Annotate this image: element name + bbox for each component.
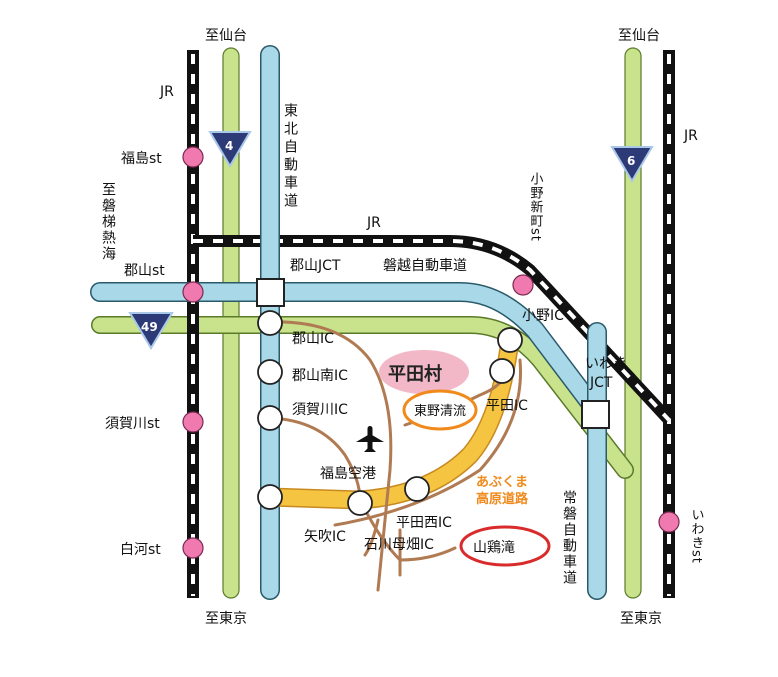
- hirata-ic-label: 平田IC: [486, 398, 528, 414]
- station-markers: [182, 146, 680, 559]
- local-road-1: [268, 320, 393, 592]
- jr-right-label: JR: [683, 128, 698, 144]
- iwaki-jct-label-line1: いわき: [585, 356, 627, 372]
- iwaki-station-marker: [658, 511, 680, 533]
- ishikawa-bohata-ic-marker: [347, 490, 373, 516]
- to-tokyo-right-label: 至東京: [620, 611, 662, 627]
- iwaki-station-label: いわきst: [689, 508, 705, 564]
- to-sendai-left-label: 至仙台: [205, 28, 247, 44]
- koriyama-station-marker: [182, 281, 204, 303]
- yabuki-ic-marker: [257, 484, 283, 510]
- shirakawa-station-label: 白河st: [120, 542, 161, 558]
- iwaki-jct-marker: [581, 400, 610, 429]
- jr-lines: [187, 50, 675, 598]
- abukuma-kogen-road: [260, 330, 520, 510]
- koriyama-jct-label: 郡山JCT: [290, 258, 341, 274]
- ono-ic-marker: [497, 327, 523, 353]
- ononiimachi-station-marker: [512, 274, 534, 296]
- route-shields: 4 6 49: [128, 131, 654, 350]
- jr-center-label: JR: [366, 215, 381, 231]
- hirata-village-highlight: [379, 350, 469, 394]
- ononiimachi-station-label: 小野新町st: [528, 172, 544, 242]
- route49-shield: 49: [128, 312, 174, 350]
- sukagawa-station-marker: [182, 411, 204, 433]
- sukagawa-station-label: 須賀川st: [105, 416, 160, 432]
- to-bandai-atami-label: 至磐梯熱海: [100, 182, 116, 262]
- yamatori-taki-label: 山鶏滝: [473, 540, 515, 556]
- koriyama-station-label: 郡山st: [124, 263, 165, 279]
- shirakawa-station-marker: [182, 537, 204, 559]
- local-road-6: [363, 518, 380, 557]
- ono-ic-label: 小野IC: [522, 308, 564, 324]
- abukuma-kogen-label-line1: あぶくま: [476, 475, 528, 490]
- yamatori-taki-circle: [459, 525, 551, 567]
- tohoku-expressway-label: 東北自動車道: [282, 103, 298, 211]
- hirata-village-label: 平田村: [388, 363, 442, 385]
- koriyama-minami-ic-label: 郡山南IC: [292, 368, 348, 384]
- to-tokyo-left-label: 至東京: [205, 611, 247, 627]
- banetsu-expressway-label: 磐越自動車道: [383, 257, 467, 274]
- svg-text:6: 6: [627, 154, 635, 168]
- yabuki-ic-label: 矢吹IC: [304, 529, 346, 545]
- hirata-nishi-ic-marker: [404, 476, 430, 502]
- fukushima-airport-label: 福島空港: [320, 466, 376, 482]
- hirata-ic-marker: [489, 358, 515, 384]
- local-road-2: [268, 416, 362, 502]
- ic-markers: [257, 310, 523, 516]
- ishikawa-bohata-ic-label: 石川母畑IC: [364, 537, 434, 553]
- to-sendai-right-label: 至仙台: [618, 28, 660, 44]
- koriyama-ic-marker: [257, 310, 283, 336]
- higashino-seiryu-label: 東野清流: [414, 403, 466, 419]
- joban-expressway-label: 常磐自動車道: [561, 490, 577, 586]
- route6-shield: 6: [610, 146, 654, 183]
- koriyama-jct-marker: [256, 278, 285, 307]
- route6-road: [624, 47, 642, 599]
- hirata-nishi-ic-label: 平田西IC: [396, 515, 452, 531]
- route4-shield: 4: [208, 131, 252, 168]
- fukushima-station-marker: [182, 146, 204, 168]
- sukagawa-ic-label: 須賀川IC: [292, 402, 348, 418]
- koriyama-ic-label: 郡山IC: [292, 331, 334, 347]
- local-road-4: [333, 358, 522, 527]
- jr-left-label: JR: [159, 84, 174, 100]
- airplane-icon: [356, 426, 384, 452]
- fukushima-station-label: 福島st: [121, 151, 162, 167]
- koriyama-minami-ic-marker: [257, 359, 283, 385]
- higashino-seiryu-circle: [402, 389, 478, 431]
- svg-text:4: 4: [225, 139, 233, 153]
- sukagawa-ic-marker: [257, 405, 283, 431]
- svg-text:49: 49: [141, 320, 158, 334]
- iwaki-jct-label-line2: JCT: [589, 375, 613, 391]
- abukuma-kogen-label-line2: 高原道路: [476, 491, 529, 507]
